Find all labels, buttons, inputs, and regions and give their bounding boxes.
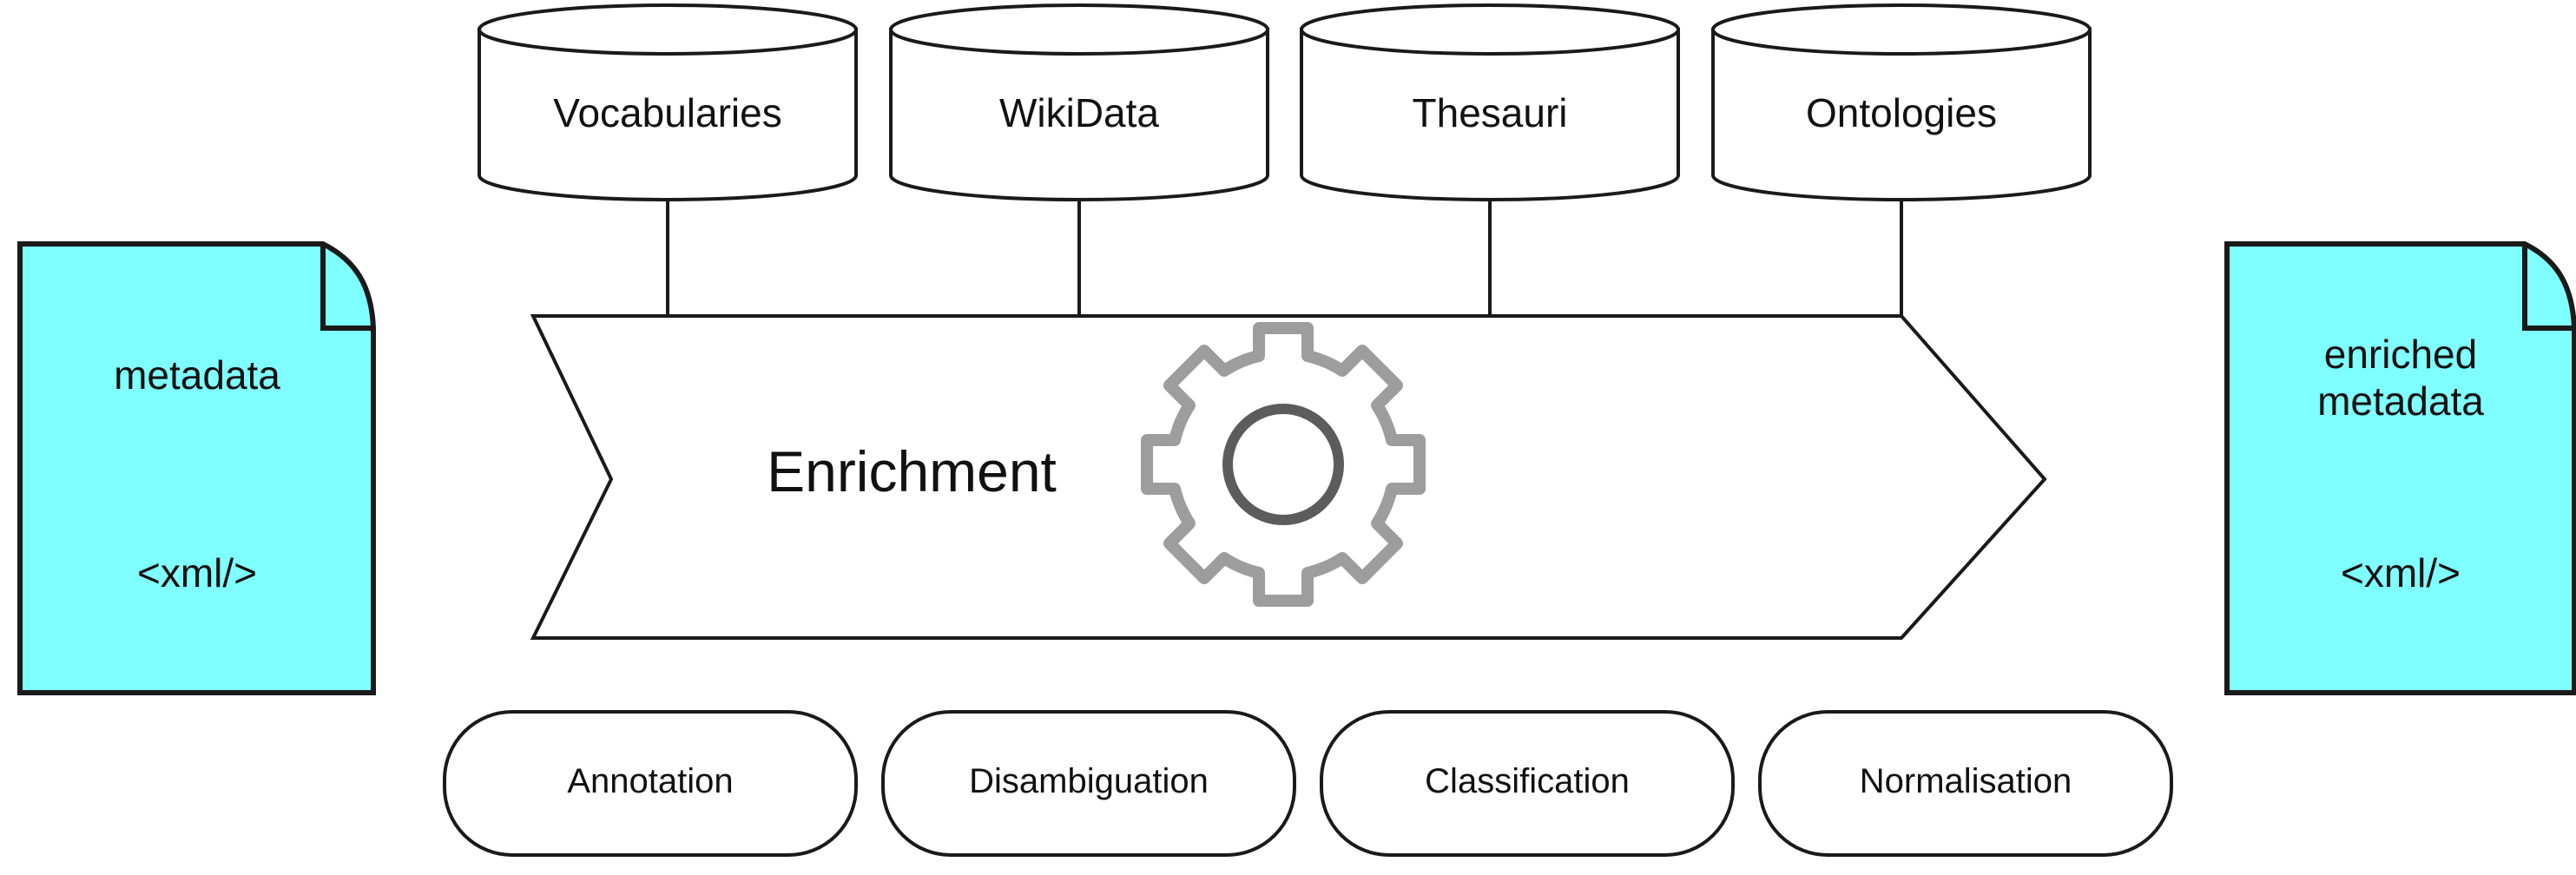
output-document-fold: [2522, 244, 2574, 331]
gear-teeth: [1141, 322, 1426, 607]
cylinder-top-ontologies: [1711, 3, 2092, 56]
source-cylinder-vocabularies[interactable]: [478, 3, 858, 201]
input-document-shape: [17, 241, 376, 695]
task-shape-disambiguation[interactable]: [881, 710, 1296, 857]
cylinder-body-ontologies: [1711, 28, 2092, 201]
cylinder-top-thesauri: [1300, 3, 1680, 56]
input-document-fold: [320, 244, 373, 331]
gear-hub: [1222, 404, 1344, 525]
output-document-shape: [2224, 241, 2576, 695]
cylinder-top-wikidata: [889, 3, 1269, 56]
cylinder-body-thesauri: [1300, 28, 1680, 201]
cylinder-top-vocabularies: [478, 3, 858, 56]
gear-icon: [1141, 322, 1426, 607]
task-shape-annotation[interactable]: [443, 710, 858, 857]
source-connectors: [666, 181, 1903, 316]
source-cylinder-thesauri[interactable]: [1300, 3, 1680, 201]
task-shape-classification[interactable]: [1320, 710, 1735, 857]
input-document-body: [17, 241, 376, 695]
cylinder-body-wikidata: [889, 28, 1269, 201]
task-shape-normalisation[interactable]: [1758, 710, 2173, 857]
source-cylinder-ontologies[interactable]: [1711, 3, 2092, 201]
enrichment-process-shape: [530, 314, 2047, 640]
source-cylinder-wikidata[interactable]: [889, 3, 1269, 201]
cylinder-body-vocabularies: [478, 28, 858, 201]
